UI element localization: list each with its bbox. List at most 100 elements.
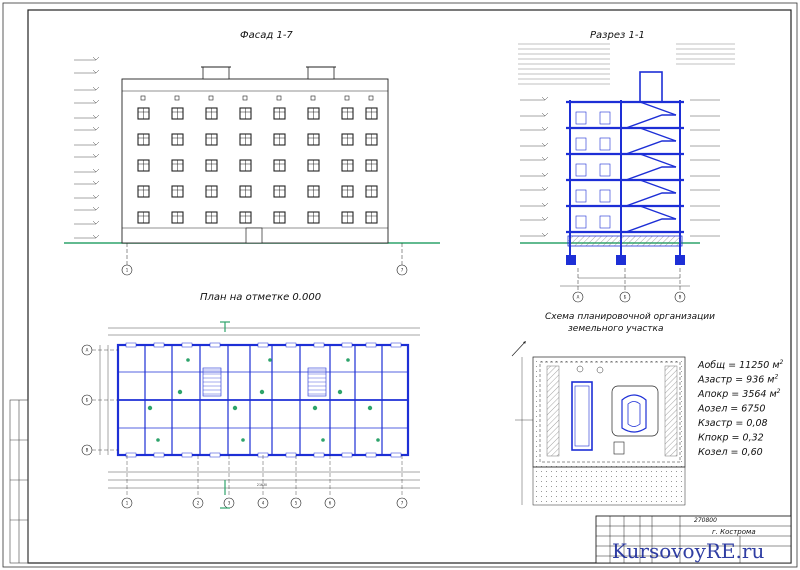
level-mark [92, 126, 100, 131]
site-title-line2: земельного участка [568, 324, 664, 334]
plumbing-fixture [241, 438, 245, 442]
plan-axis-marker [324, 497, 336, 509]
level-mark [92, 180, 100, 185]
facade-vent [174, 95, 180, 101]
stair-flight [639, 127, 677, 142]
section-opening [575, 111, 587, 125]
section-opening [599, 137, 611, 151]
plumbing-fixture [186, 358, 190, 362]
plan-axis-marker [257, 497, 269, 509]
section-axis-v: В [679, 295, 682, 300]
plan-axis-label: 3 [228, 501, 231, 506]
plan-window [365, 452, 377, 458]
level-mark [541, 112, 549, 117]
level-mark [92, 141, 100, 146]
site-stat: Козел = 0,60 [698, 447, 763, 458]
level-mark [541, 96, 549, 101]
plan-window [257, 342, 269, 348]
section-opening [599, 215, 611, 229]
site-plan-drawing: Схема планировочной организации земельно… [511, 312, 715, 506]
plan-window [181, 342, 193, 348]
level-mark [541, 126, 549, 131]
facade-vent [140, 95, 146, 101]
level-mark [92, 114, 100, 119]
inner-frame [27, 9, 792, 564]
plan-axis-label: 7 [401, 501, 404, 506]
site-stat: Кзастр = 0,08 [698, 418, 768, 429]
facade-drawing: Фасад 1-7 1 7 [64, 30, 440, 276]
plan-window [181, 452, 193, 458]
site-stat: Аобщ = 11250 м2 [697, 359, 784, 371]
level-mark [92, 194, 100, 199]
plan-window [209, 342, 221, 348]
stair-flight [625, 140, 676, 155]
plan-axis-marker [81, 394, 93, 406]
plumbing-fixture [312, 405, 318, 411]
site-title-line1: Схема планировочной организации [545, 312, 715, 322]
section-opening [599, 189, 611, 203]
level-mark [541, 202, 549, 207]
plumbing-fixture [346, 358, 350, 362]
site-stat: Апокр = 3564 м2 [697, 388, 781, 400]
section-opening [575, 163, 587, 177]
plan-window [365, 342, 377, 348]
level-mark [541, 142, 549, 147]
left-binding-strip [9, 399, 29, 564]
plan-axis-marker [121, 497, 133, 509]
plan-axis-marker [81, 444, 93, 456]
plan-axis-label: 1 [126, 501, 129, 506]
section-stairs [625, 101, 677, 233]
plan-window [209, 452, 221, 458]
level-mark [92, 153, 100, 158]
stair-flight [639, 101, 677, 116]
facade-level-marks [74, 56, 100, 239]
plan-window [125, 342, 137, 348]
plumbing-fixture [321, 438, 325, 442]
section-opening [575, 137, 587, 151]
plan-window [285, 342, 297, 348]
facade-vent [310, 95, 316, 101]
plumbing-fixture [156, 438, 160, 442]
watermark-text: KursovoyRE.ru [612, 539, 764, 563]
section-opening [575, 189, 587, 203]
section-drawing: Разрез 1-1 А Б В [518, 30, 735, 303]
plan-window [153, 452, 165, 458]
level-mark [541, 172, 549, 177]
level-mark [541, 156, 549, 161]
facade-vent [208, 95, 214, 101]
level-mark [541, 216, 549, 221]
plan-axis-label: В [86, 448, 89, 453]
stair-flight [639, 179, 677, 194]
plan-axis-marker [81, 344, 93, 356]
stair-flight [639, 153, 677, 168]
facade-vent [368, 95, 374, 101]
facade-axis-1: 1 [126, 268, 129, 273]
stair-flight [625, 114, 676, 129]
facade-entrance [245, 227, 263, 244]
plumbing-fixture [337, 389, 343, 395]
stamp-code: 270800 [694, 517, 717, 524]
facade-vent [276, 95, 282, 101]
plan-axis-label: 2 [197, 501, 200, 506]
level-mark [92, 56, 100, 61]
facade-axis-7: 7 [401, 268, 404, 273]
level-mark [92, 234, 100, 239]
plumbing-fixture [376, 438, 380, 442]
plumbing-fixture [268, 358, 272, 362]
plan-title: План на отметке 0.000 [200, 292, 321, 303]
title-block: 270800 г. Кострома [595, 515, 792, 564]
facade-windows [137, 95, 378, 244]
stamp-city: г. Кострома [712, 528, 756, 536]
section-level-marks [520, 96, 720, 237]
section-axis-a: А [577, 295, 580, 300]
plan-axis-marker [290, 497, 302, 509]
plan-axis-label: А [86, 348, 89, 353]
level-mark [92, 69, 100, 74]
level-mark [541, 186, 549, 191]
plumbing-fixture [177, 389, 183, 395]
stair-flight [625, 218, 676, 233]
plan-window [153, 342, 165, 348]
section-title: Разрез 1-1 [590, 30, 645, 41]
